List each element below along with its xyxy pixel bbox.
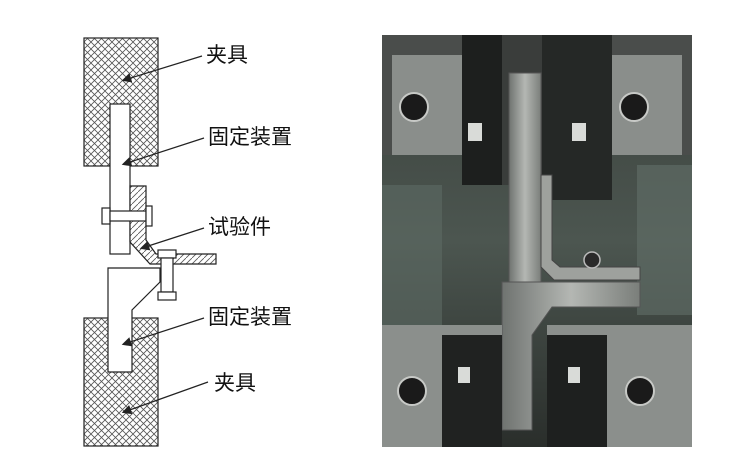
- photo-bolt-icon: [583, 251, 601, 269]
- photo-fixture-plate: [508, 72, 542, 289]
- angle-specimen: [129, 185, 217, 265]
- lower-fixture: [107, 267, 161, 373]
- lower-left-bolt-icon: [397, 376, 427, 406]
- label-clamp-top: 夹具: [206, 43, 248, 67]
- leader-fixture-bottom: [121, 317, 205, 347]
- upper-bolt: [101, 205, 153, 227]
- leader-clamp-top: [121, 55, 203, 83]
- lower-right-bolt-icon: [625, 376, 655, 406]
- test-setup-photo: [382, 35, 692, 447]
- leader-clamp-bottom: [121, 381, 209, 415]
- photo-angle-specimen: [540, 174, 641, 281]
- label-clamp-bottom: 夹具: [214, 371, 256, 395]
- test-setup-schematic: 夹具 固定装置 试验件 固定装置 夹具: [83, 37, 292, 447]
- label-fixture-bottom: 固定装置: [208, 305, 292, 329]
- label-specimen: 试验件: [208, 215, 271, 239]
- lower-grip: [382, 325, 692, 447]
- lower-bolt: [157, 249, 177, 301]
- upper-left-bolt-icon: [399, 92, 429, 122]
- leader-specimen: [139, 227, 205, 251]
- photo-lower-fixture: [501, 281, 641, 431]
- upper-fixture: [109, 103, 131, 255]
- label-fixture-top: 固定装置: [208, 125, 292, 149]
- leader-fixture-top: [121, 137, 205, 167]
- upper-right-bolt-icon: [619, 92, 649, 122]
